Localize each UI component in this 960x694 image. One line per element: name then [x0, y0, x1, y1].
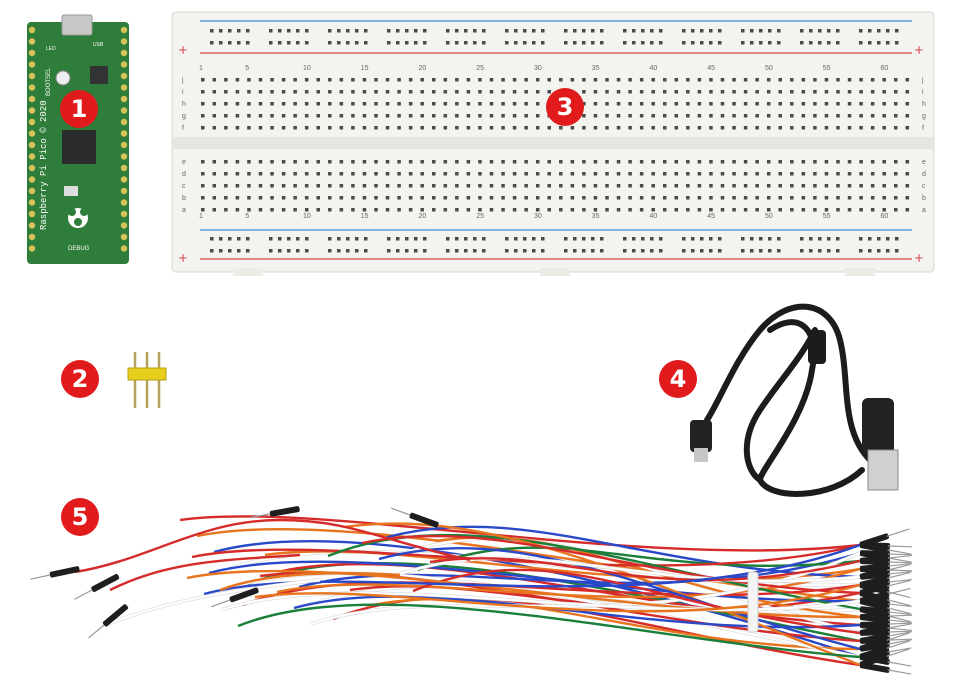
- rail-plus-top-right: +: [914, 43, 924, 57]
- row-letter: e: [922, 159, 926, 166]
- row-letter: e: [182, 159, 186, 166]
- column-number: 55: [823, 213, 831, 220]
- rail-plus-bottom-right: +: [914, 251, 924, 265]
- column-number: 15: [361, 65, 369, 72]
- row-letter: i: [182, 89, 184, 96]
- row-letter: j: [181, 77, 184, 84]
- breadboard-column-numbers: 1155101015152020252530303535404045455050…: [199, 65, 888, 220]
- pico-led-label: LED: [46, 46, 56, 52]
- row-letter: b: [922, 195, 926, 202]
- column-number: 40: [649, 65, 657, 72]
- column-number: 40: [649, 213, 657, 220]
- column-number: 35: [592, 213, 600, 220]
- column-number: 60: [880, 213, 888, 220]
- pico-board: Raspberry Pi Pico © 2020 BOOTSEL DEBUG L…: [27, 14, 129, 264]
- row-letter: h: [182, 101, 186, 108]
- row-letter: g: [182, 113, 186, 120]
- badge-breadboard: 3: [546, 88, 584, 126]
- column-number: 25: [476, 213, 484, 220]
- usb-cable: [690, 303, 899, 497]
- jumper-wires: [30, 506, 912, 675]
- column-number: 45: [707, 65, 715, 72]
- row-letter: d: [182, 171, 186, 178]
- badge-pico: 1: [60, 90, 98, 128]
- row-letter: g: [922, 113, 926, 120]
- column-number: 60: [880, 65, 888, 72]
- column-number: 1: [199, 65, 203, 72]
- row-letter: i: [922, 89, 924, 96]
- pico-silkscreen: Raspberry Pi Pico © 2020: [39, 100, 49, 230]
- column-number: 20: [418, 213, 426, 220]
- column-number: 50: [765, 65, 773, 72]
- pin-header: [127, 352, 167, 408]
- badge-pin-header: 2: [61, 360, 99, 398]
- column-number: 5: [245, 65, 249, 72]
- row-letter: j: [921, 77, 924, 84]
- column-number: 10: [303, 65, 311, 72]
- column-number: 30: [534, 213, 542, 220]
- row-letter: c: [182, 183, 186, 190]
- breadboard: + + + + 11551010151520202525303035354040…: [171, 11, 935, 276]
- rail-plus-top-left: +: [178, 43, 188, 57]
- rail-plus-bottom-left: +: [178, 251, 188, 265]
- pico-usb-label: USB: [93, 42, 104, 48]
- badge-usb-cable: 4: [659, 360, 697, 398]
- column-number: 5: [245, 213, 249, 220]
- badge-jumper-wires: 5: [61, 498, 99, 536]
- row-letter: h: [922, 101, 926, 108]
- column-number: 35: [592, 65, 600, 72]
- column-number: 10: [303, 213, 311, 220]
- column-number: 15: [361, 213, 369, 220]
- row-letter: f: [922, 125, 924, 132]
- column-number: 45: [707, 213, 715, 220]
- column-number: 1: [199, 213, 203, 220]
- column-number: 50: [765, 213, 773, 220]
- column-number: 30: [534, 65, 542, 72]
- breadboard-holes: [201, 29, 910, 253]
- row-letter: c: [922, 183, 926, 190]
- row-letter: d: [922, 171, 926, 178]
- row-letter: b: [182, 195, 186, 202]
- row-letter: a: [182, 207, 186, 214]
- row-letter: f: [182, 125, 184, 132]
- column-number: 20: [418, 65, 426, 72]
- row-letter: a: [922, 207, 926, 214]
- pico-debug-label: DEBUG: [68, 246, 90, 252]
- column-number: 55: [823, 65, 831, 72]
- column-number: 25: [476, 65, 484, 72]
- pico-pins: [28, 26, 128, 252]
- pico-bootsel-label: BOOTSEL: [46, 67, 52, 96]
